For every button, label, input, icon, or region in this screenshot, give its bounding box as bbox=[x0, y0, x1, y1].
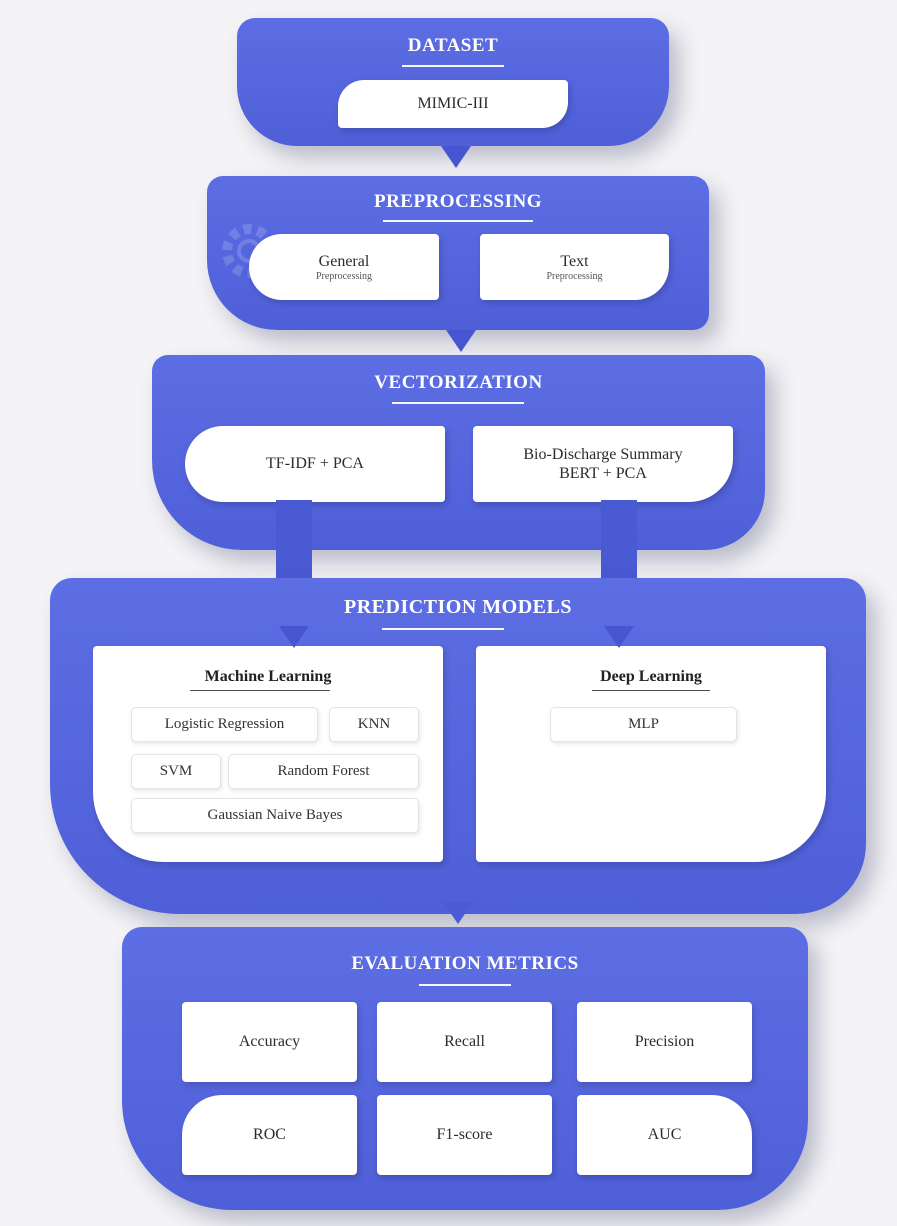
vectorization-title-underline bbox=[392, 402, 524, 404]
tfidf-label: TF-IDF + PCA bbox=[266, 455, 364, 472]
dataset-card: MIMIC-III bbox=[338, 80, 568, 128]
metric-roc-label: ROC bbox=[253, 1126, 286, 1143]
metric-precision-label: Precision bbox=[634, 1033, 695, 1050]
model-gaussian-naive-bayes: Gaussian Naive Bayes bbox=[131, 798, 419, 833]
metric-f1-score: F1-score bbox=[377, 1095, 552, 1175]
preprocessing-title: PREPROCESSING bbox=[373, 191, 543, 212]
general-preprocessing-card: General Preprocessing bbox=[249, 234, 439, 300]
evaluation-panel: EVALUATION METRICS Accuracy Recall Preci… bbox=[122, 927, 808, 1210]
machine-learning-title: Machine Learning bbox=[204, 668, 332, 685]
metric-f1-score-label: F1-score bbox=[436, 1126, 493, 1143]
vectorization-title: VECTORIZATION bbox=[374, 372, 543, 393]
machine-learning-underline bbox=[190, 690, 330, 691]
metric-precision: Precision bbox=[577, 1002, 752, 1082]
model-random-forest: Random Forest bbox=[228, 754, 419, 789]
model-svm: SVM bbox=[131, 754, 221, 789]
preprocessing-panel: PREPROCESSING General Preprocessing Text… bbox=[207, 176, 709, 330]
model-mlp: MLP bbox=[550, 707, 737, 742]
model-knn: KNN bbox=[329, 707, 419, 742]
model-logistic-regression: Logistic Regression bbox=[131, 707, 318, 742]
metric-roc: ROC bbox=[182, 1095, 357, 1175]
dataset-label: MIMIC-III bbox=[417, 95, 489, 112]
tfidf-card: TF-IDF + PCA bbox=[185, 426, 445, 502]
arrow-preprocessing-to-vectorization bbox=[446, 330, 476, 352]
evaluation-title: EVALUATION METRICS bbox=[351, 953, 579, 974]
metric-accuracy: Accuracy bbox=[182, 1002, 357, 1082]
metric-recall: Recall bbox=[377, 1002, 552, 1082]
deep-learning-card bbox=[476, 646, 826, 862]
prediction-title-underline bbox=[382, 628, 504, 630]
general-preprocessing-label: General bbox=[318, 252, 370, 270]
deep-learning-title: Deep Learning bbox=[600, 668, 702, 685]
evaluation-title-underline bbox=[419, 984, 511, 986]
metric-auc-label: AUC bbox=[647, 1126, 682, 1143]
bert-label-line2: BERT + PCA bbox=[559, 465, 647, 482]
arrow-prediction-to-evaluation bbox=[443, 902, 473, 924]
dataset-title: DATASET bbox=[407, 35, 499, 56]
arrow-head-dl bbox=[604, 626, 634, 648]
bert-label-line1: Bio-Discharge Summary bbox=[523, 446, 683, 463]
text-preprocessing-card: Text Preprocessing bbox=[480, 234, 669, 300]
deep-learning-underline bbox=[592, 690, 710, 691]
dataset-title-underline bbox=[402, 65, 504, 67]
general-preprocessing-sublabel: Preprocessing bbox=[315, 270, 373, 282]
metric-auc: AUC bbox=[577, 1095, 752, 1175]
text-preprocessing-sublabel: Preprocessing bbox=[546, 270, 603, 282]
arrow-head-ml bbox=[279, 626, 309, 648]
preprocessing-title-underline bbox=[383, 220, 533, 222]
bert-card: Bio-Discharge Summary BERT + PCA bbox=[473, 426, 733, 502]
metric-recall-label: Recall bbox=[444, 1033, 485, 1050]
metric-accuracy-label: Accuracy bbox=[238, 1033, 301, 1050]
vectorization-panel: VECTORIZATION TF-IDF + PCA Bio-Discharge… bbox=[152, 355, 765, 550]
prediction-panel: PREDICTION MODELS Machine Learning Logis… bbox=[50, 578, 866, 914]
text-preprocessing-label: Text bbox=[560, 252, 589, 270]
prediction-title: PREDICTION MODELS bbox=[344, 596, 572, 618]
arrow-dataset-to-preprocessing bbox=[441, 146, 471, 168]
dataset-panel: DATASET MIMIC-III bbox=[237, 18, 669, 146]
